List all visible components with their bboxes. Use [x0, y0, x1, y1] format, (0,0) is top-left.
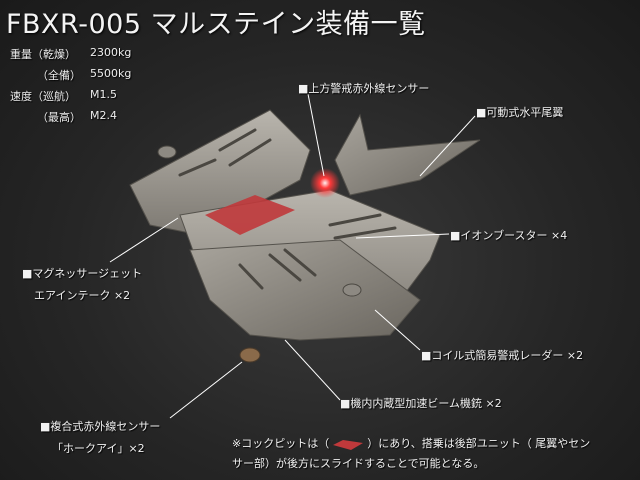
callout-ion: ■イオンブースター ×4: [450, 229, 568, 242]
tail-fin: [334, 113, 481, 196]
upper-wing: [129, 109, 311, 236]
cockpit-swatch: [331, 438, 365, 450]
note-part1: ※コックピットは（: [232, 437, 330, 450]
spec-value: M1.5: [90, 88, 117, 101]
callout-sensor-top: ■上方警戒赤外線センサー: [298, 82, 430, 95]
callout-beam: ■機内内蔵型加速ビーム機銃 ×2: [340, 397, 502, 410]
spec-row: （全備） 5500kg: [10, 67, 150, 83]
cockpit-note: ※コックピットは（ ）にあり、搭乗は後部ユニット（ 尾翼やセン サー部）が後方にス…: [232, 434, 636, 474]
note-part2: ）にあり、搭乗は後部ユニット（ 尾翼やセン: [367, 437, 591, 450]
spec-label: 重量（乾燥）: [10, 48, 76, 61]
spec-label: 速度（巡航）: [10, 90, 76, 103]
spec-row: 重量（乾燥） 2300kg: [10, 46, 150, 62]
callout-tail: ■可動式水平尾翼: [476, 106, 564, 119]
spec-label: （全備）: [37, 69, 81, 82]
callout-radar: ■コイル式簡易警戒レーダー ×2: [421, 349, 584, 362]
spec-label: （最高）: [37, 111, 81, 124]
spec-row: 速度（巡航） M1.5: [10, 88, 150, 104]
spec-row: （最高） M2.4: [10, 109, 150, 125]
spec-value: 5500kg: [90, 67, 132, 80]
cockpit-marker: [205, 195, 295, 235]
callout-ir-2: 「ホークアイ」×2: [52, 442, 145, 455]
callout-magnet-1: ■マグネッサージェット: [22, 267, 143, 280]
spec-value: M2.4: [90, 109, 117, 122]
page-title: FBXR-005 マルステイン装備一覧: [6, 9, 426, 40]
lower-wing: [189, 239, 421, 341]
callout-magnet-2: エアインテーク ×2: [34, 289, 131, 302]
note-line2: サー部）が後方にスライドすることで可能となる。: [232, 457, 485, 470]
sensor-glow: [310, 168, 340, 198]
spec-value: 2300kg: [90, 46, 132, 59]
callout-ir-1: ■複合式赤外線センサー: [40, 420, 161, 433]
